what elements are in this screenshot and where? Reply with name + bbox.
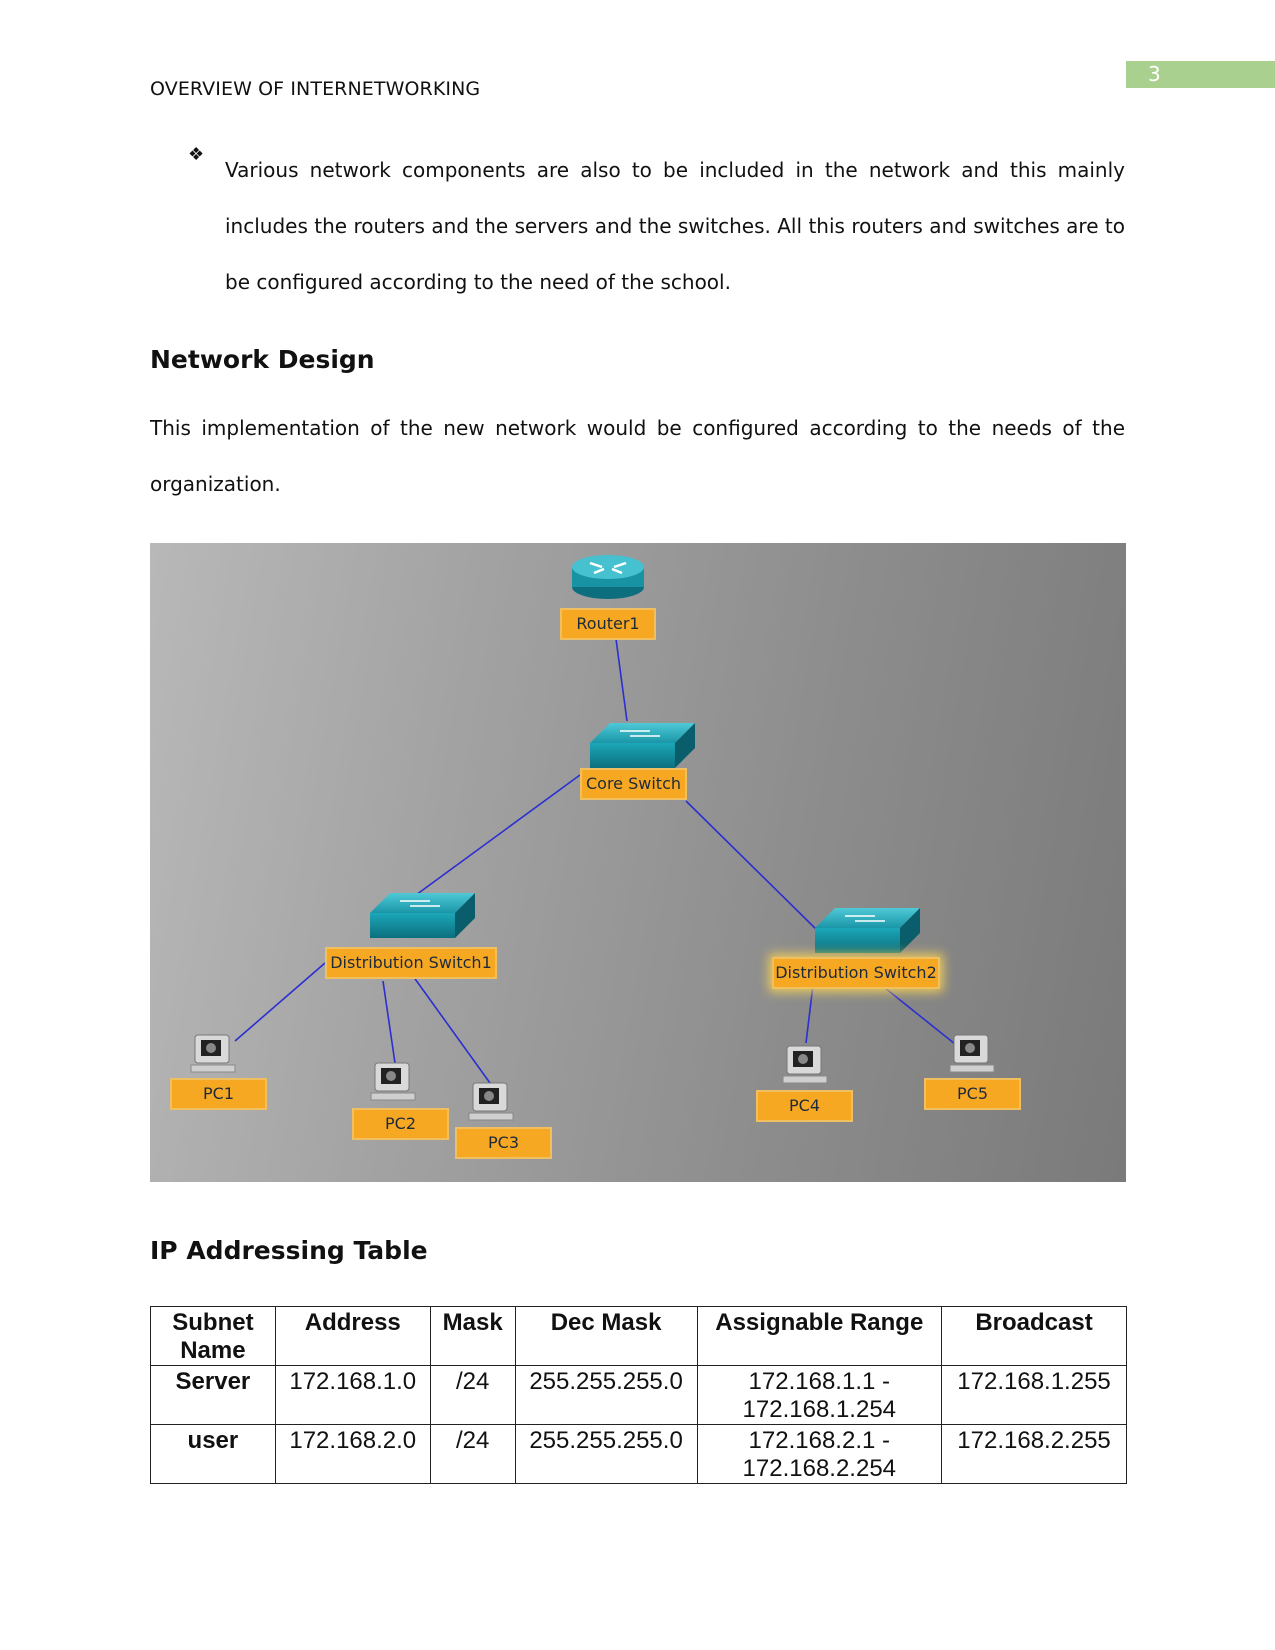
- distribution-switch1-label[interactable]: Distribution Switch1: [325, 947, 497, 979]
- column-header: Broadcast: [941, 1306, 1127, 1366]
- pc1-label[interactable]: PC1: [170, 1078, 267, 1110]
- link-lines: [234, 638, 961, 1084]
- distribution-switch2-icon: [815, 908, 920, 953]
- network-design-paragraph: This implementation of the new network w…: [150, 416, 1125, 496]
- address-cell: 172.168.2.0: [274, 1424, 431, 1484]
- topology-links: [190, 555, 995, 1121]
- ip-table-heading: IP Addressing Table: [150, 1236, 428, 1265]
- column-header: Mask: [429, 1306, 516, 1366]
- pc5-label[interactable]: PC5: [924, 1078, 1021, 1110]
- link-dist1-pc3: [412, 975, 491, 1084]
- link-dist1-pc2: [382, 980, 396, 1064]
- table-row: Server 172.168.1.0 /24 255.255.255.0 172…: [150, 1365, 1127, 1425]
- column-header: Address: [274, 1306, 431, 1366]
- assignable-range-cell: 172.168.2.1 - 172.168.2.254: [696, 1424, 943, 1484]
- core-switch-label[interactable]: Core Switch: [580, 768, 687, 800]
- link-dist2-pc5: [884, 987, 961, 1049]
- router1-label[interactable]: Router1: [560, 608, 656, 640]
- broadcast-cell: 172.168.1.255: [941, 1365, 1127, 1425]
- column-header: Subnet Name: [150, 1306, 276, 1366]
- address-cell: 172.168.1.0: [274, 1365, 431, 1425]
- mask-cell: /24: [429, 1424, 516, 1484]
- table-header-row: Subnet Name Address Mask Dec Mask Assign…: [150, 1306, 1127, 1366]
- diamond-bullet-icon: ❖: [188, 144, 205, 164]
- link-router1-core: [615, 638, 628, 722]
- link-core-dist1: [404, 774, 581, 904]
- core-switch-icon: [590, 723, 695, 768]
- bullet-text: Various network components are also to b…: [225, 158, 1125, 294]
- pc4-icon: [782, 1045, 828, 1084]
- subnet-name-cell: Server: [150, 1365, 276, 1425]
- bullet-item: ❖ Various network components are also to…: [150, 142, 1125, 310]
- pc2-label[interactable]: PC2: [352, 1108, 449, 1140]
- subnet-name-cell: user: [150, 1424, 276, 1484]
- router-icon: [572, 555, 644, 599]
- pc2-icon: [370, 1062, 416, 1101]
- ip-addressing-table: Subnet Name Address Mask Dec Mask Assign…: [150, 1306, 1127, 1484]
- running-header: OVERVIEW OF INTERNETWORKING: [150, 78, 481, 100]
- pc4-label[interactable]: PC4: [756, 1090, 853, 1122]
- mask-cell: /24: [429, 1365, 516, 1425]
- link-dist2-pc4: [805, 984, 814, 1044]
- column-header: Assignable Range: [696, 1306, 943, 1366]
- network-topology-diagram: Router1 Core Switch Distribution Switch1…: [150, 543, 1126, 1182]
- assignable-range-cell: 172.168.1.1 - 172.168.1.254: [696, 1365, 943, 1425]
- table-row: user 172.168.2.0 /24 255.255.255.0 172.1…: [150, 1424, 1127, 1484]
- dec-mask-cell: 255.255.255.0: [514, 1424, 698, 1484]
- link-core-dist2: [685, 800, 821, 934]
- pc1-icon: [190, 1034, 236, 1073]
- distribution-switch1-icon: [370, 893, 475, 938]
- distribution-switch2-label[interactable]: Distribution Switch2: [772, 957, 940, 989]
- pc3-label[interactable]: PC3: [455, 1127, 552, 1159]
- pc5-icon: [949, 1034, 995, 1073]
- column-header: Dec Mask: [514, 1306, 698, 1366]
- broadcast-cell: 172.168.2.255: [941, 1424, 1127, 1484]
- page-number: 3: [1126, 61, 1275, 88]
- link-dist1-pc1: [234, 962, 326, 1042]
- dec-mask-cell: 255.255.255.0: [514, 1365, 698, 1425]
- network-design-heading: Network Design: [150, 345, 375, 374]
- pc3-icon: [468, 1082, 514, 1121]
